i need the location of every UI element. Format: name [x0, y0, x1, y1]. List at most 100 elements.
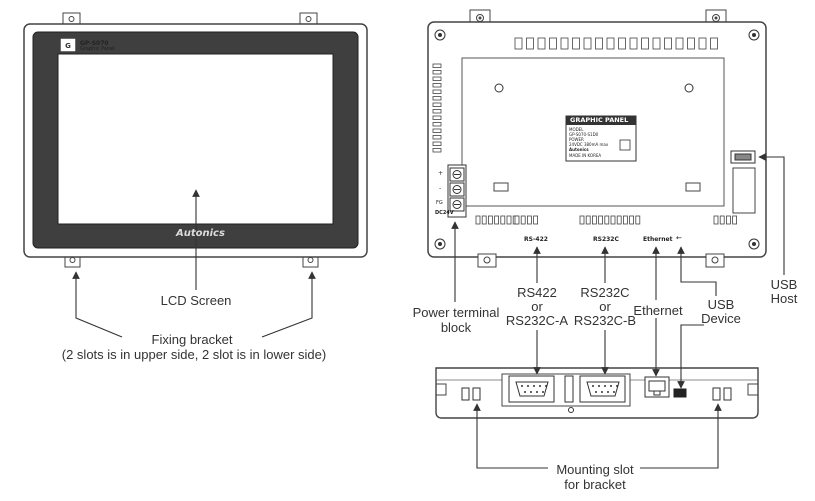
vent-slot [432, 70, 442, 75]
label-mounting-slot-1: Mounting slot [556, 462, 634, 477]
vent-slot [687, 37, 695, 50]
label-mounting-slot-2: for bracket [564, 477, 626, 492]
rear-view [427, 9, 767, 268]
label-ethernet: Ethernet [633, 303, 683, 318]
vent-slot [494, 215, 500, 225]
vent-slot [675, 37, 684, 50]
bottom-view [435, 367, 759, 419]
vent-slot [616, 215, 622, 225]
vent-slot [635, 215, 641, 225]
front-logo-box [60, 38, 76, 52]
vent-slot [432, 135, 442, 140]
usb-host-port [730, 150, 756, 214]
label-usb-device-2: Device [701, 311, 741, 326]
vent-slot [432, 141, 442, 146]
vent-slot [713, 215, 719, 225]
vent-slot [432, 63, 442, 68]
front-model-subtext: Graphic Panel [80, 46, 115, 52]
vent-slot [432, 128, 442, 133]
vent-slot [579, 215, 585, 225]
vent-slot [623, 215, 628, 225]
mounting-slots [461, 387, 732, 401]
label-power-terminal-1: Power terminal [412, 305, 500, 320]
vent-slot [583, 37, 592, 50]
vent-slot [698, 37, 707, 50]
vent-slot [432, 83, 442, 88]
callout-lines [72, 153, 785, 469]
silk-usb-symbol: ← [676, 234, 682, 242]
vent-slot [618, 37, 626, 50]
label-rs422-3: RS232C-A [505, 313, 569, 328]
vent-slot [604, 215, 610, 225]
label-rs232c-3: RS232C-B [573, 313, 637, 328]
silk-power-dc24v: DC24V [435, 210, 454, 216]
sticker-line: MODEL [569, 127, 584, 132]
vent-slot [432, 115, 442, 120]
vent-slot [595, 37, 603, 50]
vent-slot [598, 215, 603, 225]
vent-slot [475, 215, 481, 225]
label-usb-device-1: USB [707, 297, 735, 312]
vent-slot [585, 215, 591, 225]
silk-power-fg: FG [436, 200, 443, 206]
label-fixing-bracket-note: (2 slots is in upper side, 2 slot is in … [61, 347, 327, 362]
silk-ethernet: Ethernet [643, 236, 673, 243]
db9-connector-a [508, 375, 555, 403]
vent-slot [537, 37, 546, 50]
vent-slot [432, 109, 442, 114]
db9-connector-b [579, 375, 626, 403]
label-usb-host-2: Host [770, 291, 798, 306]
vent-slot [533, 215, 538, 225]
vent-slot [432, 102, 442, 107]
sticker-line: 24VDC 380mA max [569, 142, 609, 147]
label-rs232c-2: or [599, 299, 611, 314]
vent-slot [432, 89, 442, 94]
ethernet-port [644, 376, 670, 398]
vent-slot [629, 215, 634, 225]
vent-slot [560, 37, 569, 50]
power-terminal-block [447, 164, 467, 218]
vent-slot [710, 37, 718, 50]
label-usb-host-1: USB [770, 277, 798, 292]
rear-inner-panel [461, 57, 725, 207]
rear-side-vents [432, 63, 442, 153]
vent-slot [527, 215, 532, 225]
vent-slot [520, 215, 526, 225]
silk-power-plus: + [438, 170, 444, 177]
usb-device-port [673, 388, 687, 398]
vent-slot [506, 215, 512, 225]
vent-slot [726, 215, 731, 225]
front-brand-logo: Autonics [176, 228, 225, 239]
vent-slot [592, 215, 597, 225]
vent-slot [629, 37, 638, 50]
sticker-line: Autonics [569, 147, 589, 152]
vent-slot [514, 37, 523, 50]
vent-slot [432, 96, 442, 101]
silk-rs232c: RS232C [593, 236, 619, 243]
front-view: G [23, 12, 368, 268]
vent-slot [606, 37, 615, 50]
front-top-bracket-left [62, 12, 81, 27]
label-fixing-bracket: Fixing bracket [151, 332, 233, 347]
sticker-line: GP-S070-S1D0 [569, 132, 599, 137]
sticker-line: MADE IN KOREA [569, 153, 602, 158]
label-power-terminal-2: block [440, 320, 472, 335]
vent-slot [641, 37, 649, 50]
sticker-line: POWER [569, 137, 584, 142]
rear-top-vents [514, 37, 718, 50]
front-top-bracket-right [299, 12, 318, 27]
vent-slot [572, 37, 580, 50]
rear-bottom-vents [475, 215, 737, 225]
svg-text:G: G [65, 42, 71, 50]
front-model-text: GP-S070 [80, 40, 109, 47]
vent-slot [514, 215, 520, 225]
vent-slot [664, 37, 672, 50]
label-rs422-1: RS422 [517, 285, 557, 300]
vent-slot [549, 37, 557, 50]
vent-slot [487, 215, 493, 225]
vent-slot [719, 215, 725, 225]
rear-bottom-bracket-right [705, 253, 725, 268]
silk-rs422: RS-422 [524, 236, 548, 243]
vent-slot [652, 37, 661, 50]
